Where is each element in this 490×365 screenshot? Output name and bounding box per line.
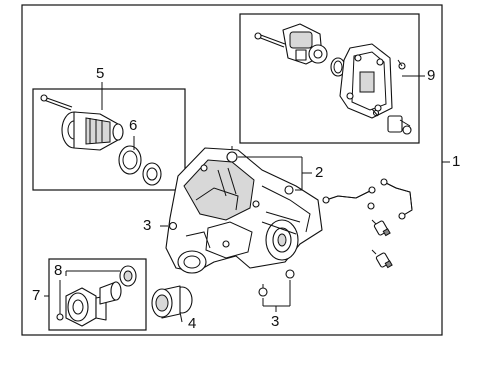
seal-8 <box>119 265 137 287</box>
actuator-sensor <box>387 115 412 135</box>
vent-tubes <box>322 178 413 220</box>
bearing-4 <box>151 285 193 323</box>
callout-8: 8 <box>54 262 63 279</box>
callout-3-parts <box>160 221 295 312</box>
input-flange <box>61 111 124 151</box>
output-flange <box>65 287 107 327</box>
sensor-upper <box>371 219 391 237</box>
callout-1: 1 <box>452 153 461 170</box>
callout-2-parts <box>226 146 312 195</box>
input-bolt <box>40 94 73 111</box>
plug-lower-right <box>285 269 295 279</box>
actuator-bolt <box>254 32 286 48</box>
callout-3-bottom: 3 <box>271 313 280 330</box>
box-9-frame <box>239 13 420 144</box>
actuator-motor <box>282 23 328 65</box>
seal-6 <box>118 145 162 186</box>
sensor-lower <box>371 249 393 269</box>
callout-3-left: 3 <box>143 217 152 234</box>
callout-box-5 <box>32 82 186 191</box>
fill-plug <box>168 221 178 231</box>
callout-7: 7 <box>32 287 41 304</box>
callout-box-9 <box>239 13 425 144</box>
callout-4: 4 <box>188 315 197 332</box>
callout-9: 9 <box>427 67 436 84</box>
box-7-frame <box>48 258 147 331</box>
breather-cap <box>226 151 238 163</box>
sensors <box>371 219 393 269</box>
plug-lower-left <box>258 287 268 297</box>
callout-box-7 <box>44 258 147 331</box>
drain-plug <box>284 185 294 195</box>
box-5-frame <box>32 88 186 191</box>
callout-2: 2 <box>315 164 324 181</box>
leader-4 <box>179 311 183 323</box>
output-cone <box>99 281 122 305</box>
outer-frame <box>21 4 443 336</box>
washer-8 <box>56 313 64 321</box>
actuator-screws <box>371 59 406 117</box>
actuator-cover <box>339 43 393 119</box>
callout-6: 6 <box>129 117 138 134</box>
transfer-case-housing <box>165 147 323 274</box>
tube-clip <box>367 202 375 210</box>
callout-5: 5 <box>96 65 105 82</box>
